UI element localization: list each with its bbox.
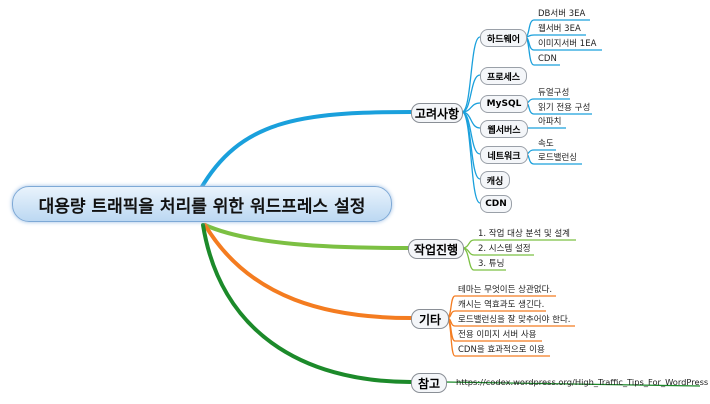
leaf-progress-3[interactable]: 3. 튜닝: [478, 259, 505, 269]
leaf-etc-2[interactable]: 캐시는 역효과도 생긴다.: [458, 300, 545, 310]
leaf-network-lb[interactable]: 로드밸런싱: [538, 153, 578, 163]
leaf-reference-link[interactable]: https://codex.wordpress.org/High_Traffic…: [456, 377, 709, 387]
leaf-etc-1[interactable]: 테마는 무엇이든 상관없다.: [458, 285, 553, 295]
subtopic-hardware[interactable]: 하드웨어: [480, 29, 527, 47]
leaf-network-speed[interactable]: 속도: [538, 139, 554, 149]
root-topic[interactable]: 대용량 트래픽을 처리를 위한 워드프레스 설정: [12, 186, 392, 222]
branch-etc: [203, 223, 413, 320]
subtopic-cache[interactable]: 캐싱: [480, 171, 510, 189]
leaf-hardware-db[interactable]: DB서버 3EA: [538, 9, 586, 19]
leaf-progress-1[interactable]: 1. 작업 대상 분석 및 설계: [478, 229, 571, 239]
topic-progress[interactable]: 작업진행: [408, 239, 464, 259]
leaf-webserver-apache[interactable]: 아파치: [538, 117, 562, 127]
subtopic-webserver[interactable]: 웹서버스: [480, 120, 528, 138]
leaf-hardware-cdn[interactable]: CDN: [538, 54, 557, 64]
branch-considerations: [198, 110, 413, 192]
subtopic-network[interactable]: 네트워크: [480, 146, 528, 164]
leaf-hardware-web[interactable]: 웹서버 3EA: [538, 24, 581, 34]
subtopic-cdn[interactable]: CDN: [480, 195, 512, 213]
leaf-mysql-dual[interactable]: 듀얼구성: [538, 88, 570, 98]
branch-reference: [201, 223, 413, 384]
topic-considerations[interactable]: 고려사항: [411, 103, 463, 123]
topic-etc[interactable]: 기타: [411, 309, 449, 329]
leaf-hardware-image[interactable]: 이미지서버 1EA: [538, 39, 597, 49]
branch-progress: [203, 223, 410, 250]
leaf-etc-3[interactable]: 로드밸런싱을 잘 맞추어야 한다.: [458, 315, 571, 325]
leaf-etc-4[interactable]: 전용 이미지 서버 사용: [458, 330, 537, 340]
leaf-etc-5[interactable]: CDN을 효과적으로 이용: [458, 345, 545, 355]
topic-reference[interactable]: 참고: [411, 373, 447, 393]
subtopic-process[interactable]: 프로세스: [480, 67, 527, 85]
leaf-mysql-readonly[interactable]: 읽기 전용 구성: [538, 103, 591, 113]
leaf-progress-2[interactable]: 2. 시스템 설정: [478, 244, 531, 254]
subtopic-mysql[interactable]: MySQL: [480, 95, 528, 113]
